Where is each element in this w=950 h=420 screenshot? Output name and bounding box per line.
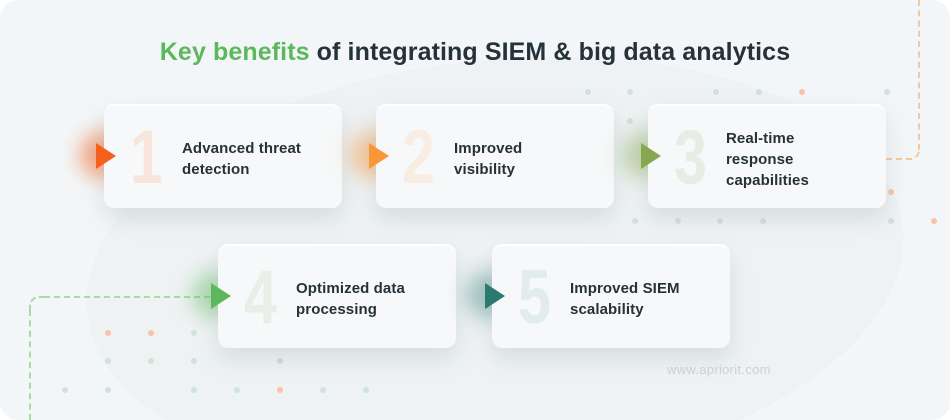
- decor-dot: [277, 387, 283, 393]
- decor-dot: [627, 89, 633, 95]
- benefit-number: 3: [674, 115, 707, 200]
- benefit-label-line: Improved SIEM: [570, 280, 680, 297]
- benefit-label: Advanced threat detection: [182, 138, 301, 180]
- benefit-label-line: Optimized data: [296, 280, 405, 297]
- decor-dot: [756, 89, 762, 95]
- benefit-number: 2: [402, 115, 435, 200]
- decor-dot: [105, 358, 111, 364]
- decor-dot: [627, 118, 633, 124]
- decor-dot: [888, 189, 894, 195]
- play-triangle-icon: [96, 143, 116, 169]
- benefit-label-line: detection: [182, 161, 250, 178]
- decor-dot: [320, 387, 326, 393]
- benefit-card-1: 1 Advanced threat detection: [104, 104, 342, 208]
- dashed-corner-left: [29, 296, 45, 312]
- decor-dot: [105, 330, 111, 336]
- benefit-label-line: scalability: [570, 301, 644, 318]
- decor-dot: [363, 387, 369, 393]
- benefit-label-line: Advanced threat: [182, 140, 302, 157]
- page-title: Key benefits of integrating SIEM & big d…: [0, 38, 950, 67]
- dashed-connector-left-h: [44, 296, 210, 298]
- benefit-label: Improved visibility: [454, 138, 522, 180]
- decor-dot: [931, 218, 937, 224]
- decor-dot: [191, 330, 197, 336]
- decor-dot: [234, 387, 240, 393]
- benefit-label-line: Real-time: [726, 130, 795, 147]
- play-triangle-icon: [641, 143, 661, 169]
- benefit-card-4: 4 Optimized data processing: [218, 244, 456, 348]
- benefit-number: 4: [244, 255, 277, 340]
- benefit-card-3: 3 Real-time response capabilities: [648, 104, 886, 208]
- dashed-connector-right-h: [886, 158, 912, 160]
- benefit-label: Real-time response capabilities: [726, 128, 809, 191]
- decor-dot: [277, 358, 283, 364]
- decor-dot: [799, 89, 805, 95]
- benefit-label: Optimized data processing: [296, 278, 405, 320]
- play-triangle-icon: [369, 143, 389, 169]
- benefit-label-line: response: [726, 151, 794, 168]
- benefit-label-line: Improved: [454, 140, 523, 157]
- decor-dot: [675, 218, 681, 224]
- benefit-label: Improved SIEM scalability: [570, 278, 680, 320]
- watermark: www.apriorit.com: [667, 362, 771, 377]
- benefit-number: 5: [518, 255, 551, 340]
- title-accent: Key benefits: [159, 38, 310, 66]
- play-triangle-icon: [485, 283, 505, 309]
- benefit-card-5: 5 Improved SIEM scalability: [492, 244, 730, 348]
- decor-dot: [62, 387, 68, 393]
- benefit-card-2: 2 Improved visibility: [376, 104, 614, 208]
- title-rest: of integrating SIEM & big data analytics: [309, 38, 791, 66]
- decor-dot: [760, 218, 766, 224]
- decor-dot: [105, 387, 111, 393]
- decor-dot: [713, 89, 719, 95]
- decor-dot: [585, 89, 591, 95]
- decor-dot: [191, 387, 197, 393]
- dashed-connector-right: [918, 0, 920, 150]
- decor-dot: [884, 89, 890, 95]
- decor-dot: [191, 358, 197, 364]
- decor-dot: [148, 330, 154, 336]
- dashed-connector-left: [29, 310, 31, 420]
- benefit-label-line: processing: [296, 301, 378, 318]
- decor-dot: [717, 218, 723, 224]
- play-triangle-icon: [211, 283, 231, 309]
- dashed-corner-right: [904, 146, 920, 160]
- benefit-label-line: visibility: [454, 161, 516, 178]
- decor-dot: [632, 218, 638, 224]
- decor-dot: [148, 358, 154, 364]
- benefit-number: 1: [130, 115, 163, 200]
- decor-dot: [888, 218, 894, 224]
- benefit-label-line: capabilities: [726, 172, 809, 189]
